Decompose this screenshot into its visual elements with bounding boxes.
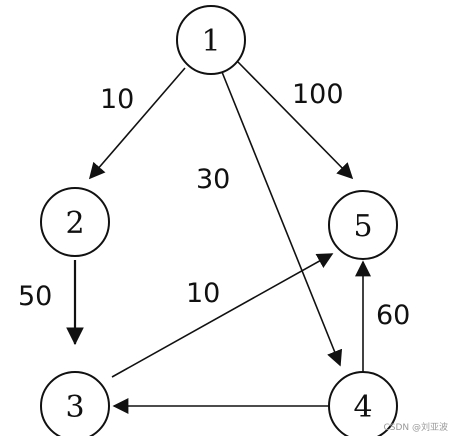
node-2: 2 [40,187,110,257]
nodes: 1 2 3 4 5 [40,5,398,436]
edge-1-5 [237,61,354,180]
node-3: 3 [40,371,110,436]
edge-3-5 [111,253,334,378]
node-1: 1 [176,5,246,75]
edge-1-2 [88,67,186,180]
edge-1-4 [221,71,343,367]
edge-label-4-5: 60 [376,300,410,331]
node-label-1: 1 [201,24,220,59]
node-4: 4 [328,371,398,436]
edge-label-1-4: 30 [196,164,230,195]
edge-label-1-2: 10 [100,84,134,115]
node-label-5: 5 [353,209,372,244]
node-label-2: 2 [65,206,84,241]
node-label-3: 3 [65,390,84,425]
edge-label-1-5: 100 [292,79,344,110]
watermark-text: CSDN @刘亚波 [383,421,448,433]
node-5: 5 [328,190,398,260]
edge-label-2-3: 50 [18,281,52,312]
edges [66,61,371,414]
edge-labels: 10 30 100 50 10 60 [18,79,410,331]
node-label-4: 4 [353,390,372,425]
edge-label-3-5: 10 [186,278,220,309]
